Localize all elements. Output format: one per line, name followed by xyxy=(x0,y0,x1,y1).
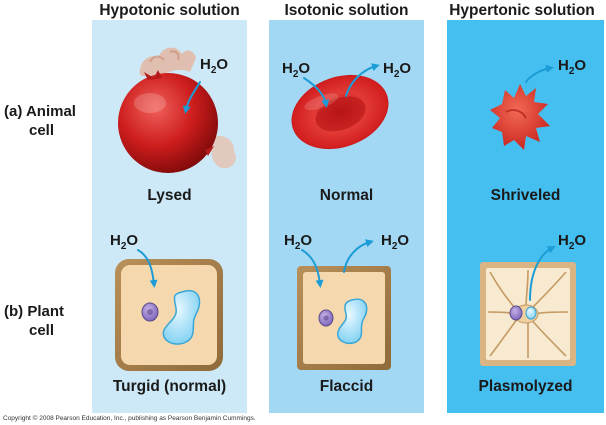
h2o-label-flaccid-out: H2O xyxy=(381,232,410,252)
animal-label-line2: cell xyxy=(29,122,55,139)
caption-normal: Normal xyxy=(319,187,374,204)
hypertonic-header: Hypertonic solution xyxy=(449,2,595,19)
h2o-label-shriveled: H2O xyxy=(558,57,587,77)
water-out-arrow-normal xyxy=(345,63,380,97)
water-out-arrow-flaccid xyxy=(343,239,374,273)
water-in-arrow-lysed xyxy=(182,81,201,114)
hypotonic-header: Hypotonic solution xyxy=(99,2,240,19)
caption-shriveled: Shriveled xyxy=(490,187,561,204)
water-in-arrow-flaccid xyxy=(301,249,324,288)
water-in-arrow-normal xyxy=(303,77,330,108)
caption-turgid: Turgid (normal) xyxy=(112,378,227,395)
h2o-label-turgid: H2O xyxy=(110,232,139,252)
water-out-arrow-plasmolyzed xyxy=(529,246,556,301)
water-in-arrow-turgid xyxy=(137,249,158,288)
water-out-arrow-shriveled xyxy=(525,64,554,83)
animal-label-line1: (a) Animal xyxy=(4,103,76,120)
h2o-label-plasmolyzed: H2O xyxy=(558,232,587,252)
lysed-red-blood-cell xyxy=(118,47,237,173)
caption-lysed: Lysed xyxy=(147,187,192,204)
plant-label-line1: (b) Plant xyxy=(4,303,64,320)
caption-flaccid: Flaccid xyxy=(319,378,374,395)
h2o-label-normal-in: H2O xyxy=(282,60,311,80)
flaccid-plant-cell xyxy=(297,266,391,370)
caption-plasmolyzed: Plasmolyzed xyxy=(478,378,573,395)
shriveled-red-blood-cell xyxy=(490,84,550,150)
h2o-label-flaccid-in: H2O xyxy=(284,232,313,252)
h2o-label-normal-out: H2O xyxy=(383,60,412,80)
animal-cell-label: (a) Animal cell xyxy=(4,102,76,140)
copyright-notice: Copyright © 2008 Pearson Education, Inc.… xyxy=(3,415,256,422)
plasmolyzed-plant-cell xyxy=(480,262,576,366)
turgid-plant-cell xyxy=(115,259,223,371)
h2o-label-lysed: H2O xyxy=(200,56,229,76)
plant-cell-label: (b) Plant cell xyxy=(4,302,64,340)
isotonic-header: Isotonic solution xyxy=(284,2,409,19)
plant-label-line2: cell xyxy=(29,322,55,339)
